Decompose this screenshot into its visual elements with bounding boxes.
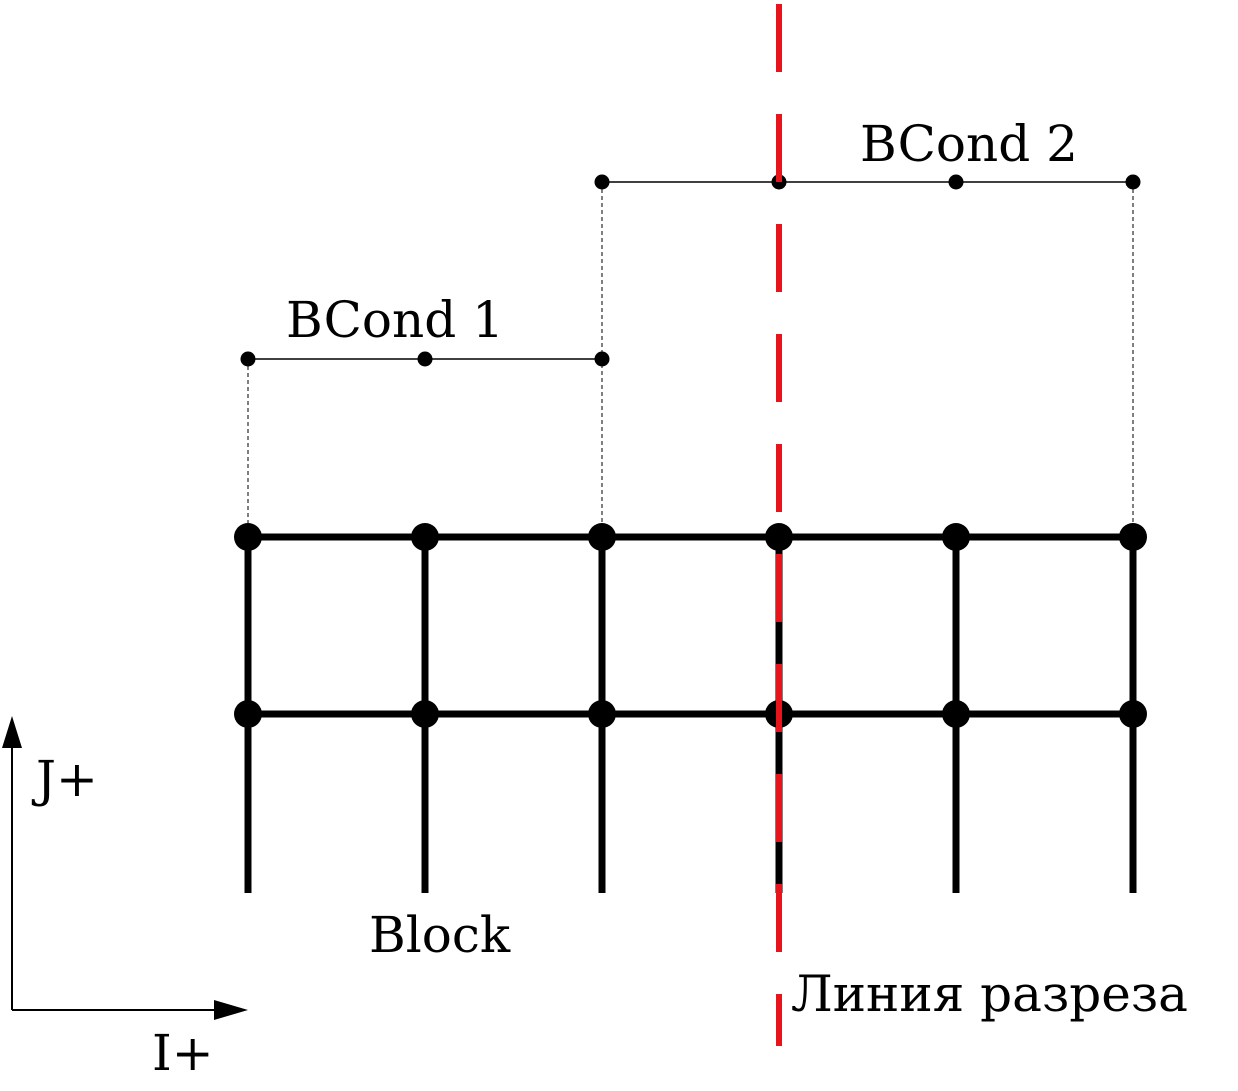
- j-axis-arrowhead: [2, 716, 22, 748]
- bcond2-node: [594, 174, 610, 190]
- bcond1-node: [594, 351, 610, 367]
- bcond2-node: [1125, 174, 1141, 190]
- i-axis-label: I+: [152, 1024, 214, 1082]
- block-nodes: [234, 523, 1147, 728]
- i-axis-arrowhead: [214, 1000, 248, 1020]
- block-node: [1119, 700, 1147, 728]
- block-grid: [244, 533, 1137, 893]
- block-node: [411, 523, 439, 551]
- block-node: [588, 523, 616, 551]
- block-node: [942, 700, 970, 728]
- bcond1-node: [417, 351, 433, 367]
- bcond1-group: BCond 1: [240, 291, 610, 367]
- block-node: [588, 700, 616, 728]
- cut-line-label: Линия разреза: [791, 965, 1188, 1023]
- bcond1-node: [240, 351, 256, 367]
- block-node: [234, 523, 262, 551]
- block-node: [234, 700, 262, 728]
- block-label: Block: [369, 906, 511, 964]
- bcond2-group: BCond 2: [594, 115, 1141, 190]
- block-node: [942, 523, 970, 551]
- block-node: [765, 523, 793, 551]
- bcond2-node: [948, 174, 964, 190]
- bcond2-label: BCond 2: [860, 115, 1078, 173]
- bcond1-label: BCond 1: [286, 291, 504, 349]
- projection-lines: [247, 182, 1134, 524]
- axes: J+ I+: [2, 716, 248, 1082]
- block-node: [411, 700, 439, 728]
- j-axis-label: J+: [31, 750, 98, 808]
- block-node: [1119, 523, 1147, 551]
